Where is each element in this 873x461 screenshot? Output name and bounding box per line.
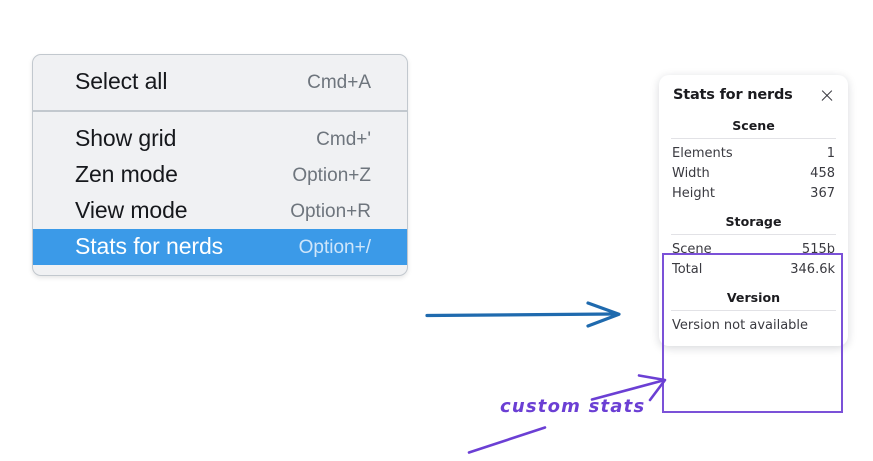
context-menu-section-1: Select all Cmd+A <box>33 55 407 112</box>
stats-row: Total 346.6k <box>671 259 836 279</box>
stats-row-value: 515b <box>801 241 835 257</box>
stats-row-value: 346.6k <box>790 261 835 277</box>
stats-group-title: Version <box>726 290 781 305</box>
menu-item-shortcut: Option+Z <box>292 164 371 186</box>
stats-row-key: Width <box>672 165 710 181</box>
stats-row-value: 367 <box>810 185 835 201</box>
stats-row: Width 458 <box>671 163 836 183</box>
stats-for-nerds-panel: Stats for nerds Scene Elements 1 Width 4… <box>659 75 848 346</box>
stats-version-note: Version not available <box>672 318 809 333</box>
menu-item-label: View mode <box>75 197 188 223</box>
stats-group-divider <box>671 234 836 235</box>
stats-row-key: Height <box>672 185 715 201</box>
menu-item-label: Show grid <box>75 125 177 151</box>
menu-item-shortcut: Option+/ <box>298 236 371 258</box>
menu-item-zen-mode[interactable]: Zen mode Option+Z <box>33 157 407 193</box>
context-menu[interactable]: Select all Cmd+A Show grid Cmd+' Zen mod… <box>32 54 408 276</box>
stats-row-value: 1 <box>826 145 835 161</box>
menu-item-shortcut: Option+R <box>290 200 371 222</box>
stats-group-title: Storage <box>725 214 782 229</box>
stats-row-value: 458 <box>810 165 835 181</box>
blue-pointer-arrow <box>425 301 621 328</box>
stats-row-key: Total <box>672 261 703 277</box>
menu-item-stats-for-nerds[interactable]: Stats for nerds Option+/ <box>33 229 407 265</box>
stats-group-divider <box>671 138 836 139</box>
custom-stats-annotation-label: custom stats <box>500 396 646 417</box>
stats-panel-title: Stats for nerds <box>673 87 793 103</box>
stats-row: Scene 515b <box>671 239 836 259</box>
menu-item-label: Zen mode <box>75 161 178 187</box>
stats-group-title: Scene <box>732 118 775 133</box>
menu-item-select-all[interactable]: Select all Cmd+A <box>33 64 407 100</box>
stats-group-storage: Storage Scene 515b Total 346.6k <box>671 203 836 279</box>
stats-group-scene: Scene Elements 1 Width 458 Height 367 <box>671 116 836 203</box>
stats-group-version: Version Version not available <box>671 279 836 334</box>
menu-item-shortcut: Cmd+' <box>316 128 371 150</box>
stats-row: Elements 1 <box>671 143 836 163</box>
menu-item-label: Stats for nerds <box>75 233 224 259</box>
purple-underline-stroke <box>467 426 547 454</box>
close-icon[interactable] <box>819 87 835 103</box>
menu-item-show-grid[interactable]: Show grid Cmd+' <box>33 121 407 157</box>
stats-row: Height 367 <box>671 183 836 203</box>
stats-panel-body: Scene Elements 1 Width 458 Height 367 St… <box>659 116 848 334</box>
stats-panel-header: Stats for nerds <box>659 87 848 103</box>
stats-row-key: Scene <box>672 241 712 257</box>
context-menu-section-2: Show grid Cmd+' Zen mode Option+Z View m… <box>33 112 407 275</box>
menu-item-label: Select all <box>75 68 168 94</box>
menu-item-view-mode[interactable]: View mode Option+R <box>33 193 407 229</box>
menu-item-shortcut: Cmd+A <box>307 71 371 93</box>
stats-row-key: Elements <box>672 145 733 161</box>
stats-group-divider <box>671 310 836 311</box>
